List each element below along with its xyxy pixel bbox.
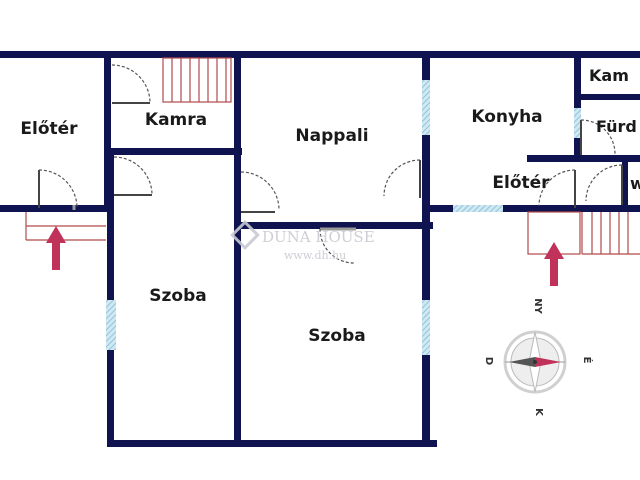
watermark-brand: DUNA HOUSE (262, 228, 375, 246)
wall-szoba-left-outer (107, 150, 114, 446)
room-label-szoba-left: Szoba (149, 286, 206, 306)
door (585, 164, 623, 205)
door (113, 156, 153, 196)
wall-eloter-right (104, 55, 111, 208)
door (240, 171, 280, 213)
wall-nappali-bottom (237, 222, 433, 229)
wall-top (0, 51, 640, 58)
windows (106, 80, 581, 355)
room-label-szoba-right: Szoba (308, 326, 365, 346)
wall-nappali-left (234, 55, 241, 445)
wall-eloter-right-top (527, 155, 640, 162)
compass-south: K (533, 408, 544, 417)
doors (38, 64, 623, 264)
room-label-eloter-left: Előtér (20, 119, 78, 139)
wall-bath-mid (576, 94, 640, 100)
wall-bath-left (574, 55, 581, 155)
room-label-furdo: Fürd (596, 117, 637, 136)
compass-west: D (483, 357, 494, 365)
watermark: DUNA HOUSE www.dh.hu (230, 220, 375, 262)
door (383, 159, 421, 198)
window (106, 300, 116, 350)
wall-bottom (107, 440, 437, 447)
room-labels: Előtér Kamra Nappali Konyha Kam Fürd Elő… (20, 66, 640, 346)
door (319, 227, 356, 264)
room-label-kamra-right: Kam (589, 66, 629, 85)
stairs-left-entry (25, 212, 106, 241)
window (574, 108, 581, 138)
entrance-arrow-icon (544, 242, 564, 286)
wall-wc-left (622, 155, 628, 210)
compass-icon: NY É K D (483, 298, 594, 417)
room-label-eloter-right: Előtér (492, 173, 550, 193)
watermark-url: www.dh.hu (284, 249, 346, 262)
window (453, 205, 503, 212)
walls (0, 51, 640, 447)
room-label-konyha: Konyha (471, 107, 542, 127)
stairs-right-entry (527, 211, 640, 255)
wall-left-entry (0, 205, 108, 212)
wall-konyha-bottom (426, 205, 640, 212)
wall-kamra-bottom (107, 148, 242, 155)
room-label-kamra: Kamra (145, 110, 207, 130)
wall-nappali-right (422, 55, 430, 445)
compass-east: É (581, 357, 594, 364)
door (580, 119, 616, 155)
door (538, 169, 576, 208)
door (38, 169, 78, 210)
room-label-wc: w (630, 174, 640, 193)
compass-north: NY (532, 298, 543, 314)
entrance-arrow-icon (46, 226, 66, 270)
door (111, 64, 151, 104)
window (422, 80, 430, 135)
logo-house-icon (230, 220, 260, 250)
room-label-nappali: Nappali (295, 126, 368, 146)
stairs-kamra (162, 57, 232, 103)
window (422, 300, 430, 355)
